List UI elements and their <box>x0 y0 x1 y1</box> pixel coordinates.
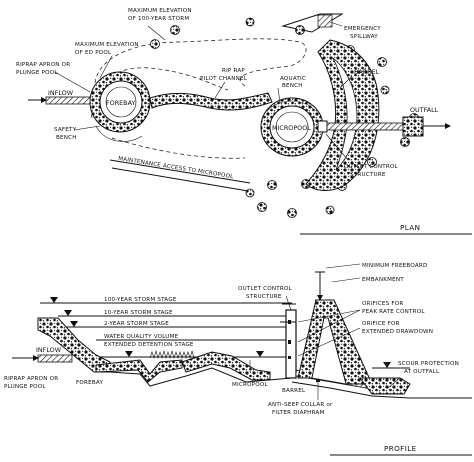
label-min-freeboard: MINIMUM FREEBOARD <box>362 263 427 269</box>
label-scour-protection-2: AT OUTFALL <box>404 369 440 375</box>
label-orifices-2: PEAK RATE CONTROL <box>362 309 425 315</box>
micropool-bottom-riprap <box>181 351 271 381</box>
label-outfall-plan: OUTFALL <box>410 106 439 114</box>
label-riprap-apron-2: PLUNGE POOL <box>16 70 58 76</box>
forebay-inner-contour <box>105 86 137 118</box>
label-max-elev-ed-1: MAXIMUM ELEVATION <box>75 42 139 48</box>
label-safety-bench-1: SAFETY <box>54 127 77 133</box>
label-outlet-control-plan-2: STRUCTURE <box>350 172 386 178</box>
label-forebay-plan: FOREBAY <box>106 99 135 107</box>
label-micropool-profile: MICROPOOL <box>232 382 268 388</box>
outfall-riprap-plan <box>402 116 424 137</box>
label-riprap-pilot-1: RIP RAP <box>222 68 245 74</box>
label-safety-bench-2: BENCH <box>56 135 77 141</box>
label-riprap-apron-1: RIPRAP APRON OR <box>16 62 70 68</box>
aquatic-bench-contour <box>267 100 315 111</box>
label-micropool-plan: MICROPOOL <box>272 124 311 132</box>
label-max-elev-100yr-1: MAXIMUM ELEVATION <box>128 8 192 14</box>
maintenance-access-path <box>109 159 251 184</box>
plan-view: MAXIMUM ELEVATION OF 100-YEAR STORM MAXI… <box>16 8 472 235</box>
label-wq-volume-1: WATER QUALITY VOLUME <box>104 334 179 340</box>
scour-protection-riprap <box>359 377 411 395</box>
label-aquatic-bench-2: BENCH <box>282 83 303 89</box>
riser-orifice-2 <box>288 340 291 344</box>
max-elevation-100yr-boundary <box>94 38 307 91</box>
outlet-control-structure-plan <box>317 120 328 133</box>
label-outlet-control-profile-2: STRUCTURE <box>246 294 282 300</box>
label-max-elev-ed-2: OF ED POOL <box>75 50 112 56</box>
label-riprap-apron-profile-1: RIPRAP APRON OR <box>4 376 58 382</box>
left-bank-riprap <box>37 317 113 373</box>
profile-inflow-pipe <box>37 354 73 363</box>
label-riprap-apron-profile-2: PLUNGE POOL <box>4 384 46 390</box>
label-orifice-drawdown-2: EXTENDED DRAWDOWN <box>362 329 433 335</box>
label-barrel-profile: BARREL <box>282 388 306 394</box>
label-orifices-1: ORIFICES FOR <box>362 301 403 307</box>
riprap-pilot-channel <box>149 92 273 111</box>
forebay-bottom-riprap <box>95 359 183 383</box>
label-aquatic-bench-1: AQUATIC <box>280 76 306 82</box>
label-orifice-drawdown-1: ORIFICE FOR <box>362 321 400 327</box>
label-max-elev-100yr-2: OF 100-YEAR STORM <box>128 16 189 22</box>
label-outlet-control-plan-1: OUTLET CONTROL <box>344 164 399 170</box>
profile-title: PROFILE <box>384 444 417 453</box>
label-inflow-profile: INFLOW <box>36 346 62 354</box>
stage-lines <box>40 297 410 369</box>
profile-view: OUTLET CONTROL STRUCTURE MINIMUM FREEBOA… <box>4 263 472 456</box>
embankment-core <box>311 317 347 385</box>
forebay-berm-vegetation <box>149 349 195 360</box>
label-stage-100: 100-YEAR STORM STAGE <box>104 297 177 303</box>
label-anti-seep-2: FILTER DIAPHRAM <box>272 410 325 416</box>
label-forebay-profile: FOREBAY <box>76 380 103 386</box>
label-barrel-plan: BARREL <box>354 68 380 76</box>
barrel-pipe-plan <box>326 122 406 131</box>
label-wq-volume-2: EXTENDED DETENTION STAGE <box>104 342 194 348</box>
label-maintenance-access: MAINTENANCE ACCESS TO MICROPOOL <box>118 156 235 180</box>
embankment-crest <box>332 57 358 171</box>
plan-inflow-pipe <box>45 96 91 105</box>
label-anti-seep-1: ANTI-SEEP COLLAR or <box>268 402 333 408</box>
emergency-spillway-hatch <box>317 14 333 28</box>
embankment-plan <box>305 39 380 191</box>
label-scour-protection-1: SCOUR PROTECTION <box>398 361 459 367</box>
safety-bench-contour <box>95 125 143 142</box>
ed-pool-lower-boundary <box>111 137 246 159</box>
label-emergency-spillway-2: SPILLWAY <box>350 34 378 40</box>
label-stage-2: 2-YEAR STORM STAGE <box>104 321 169 327</box>
plan-title: PLAN <box>400 223 420 232</box>
label-riprap-pilot-2: PILOT CHANNEL <box>200 76 248 82</box>
label-embankment: EMBANKMENT <box>362 277 404 283</box>
riser-orifice-3 <box>288 356 291 359</box>
label-emergency-spillway-1: EMERGENCY <box>344 26 381 32</box>
label-inflow-plan: INFLOW <box>48 89 74 97</box>
micropool-inner-contour <box>275 111 309 143</box>
label-outlet-control-profile-1: OUTLET CONTROL <box>238 286 293 292</box>
label-stage-10: 10-YEAR STORM STAGE <box>104 310 173 316</box>
